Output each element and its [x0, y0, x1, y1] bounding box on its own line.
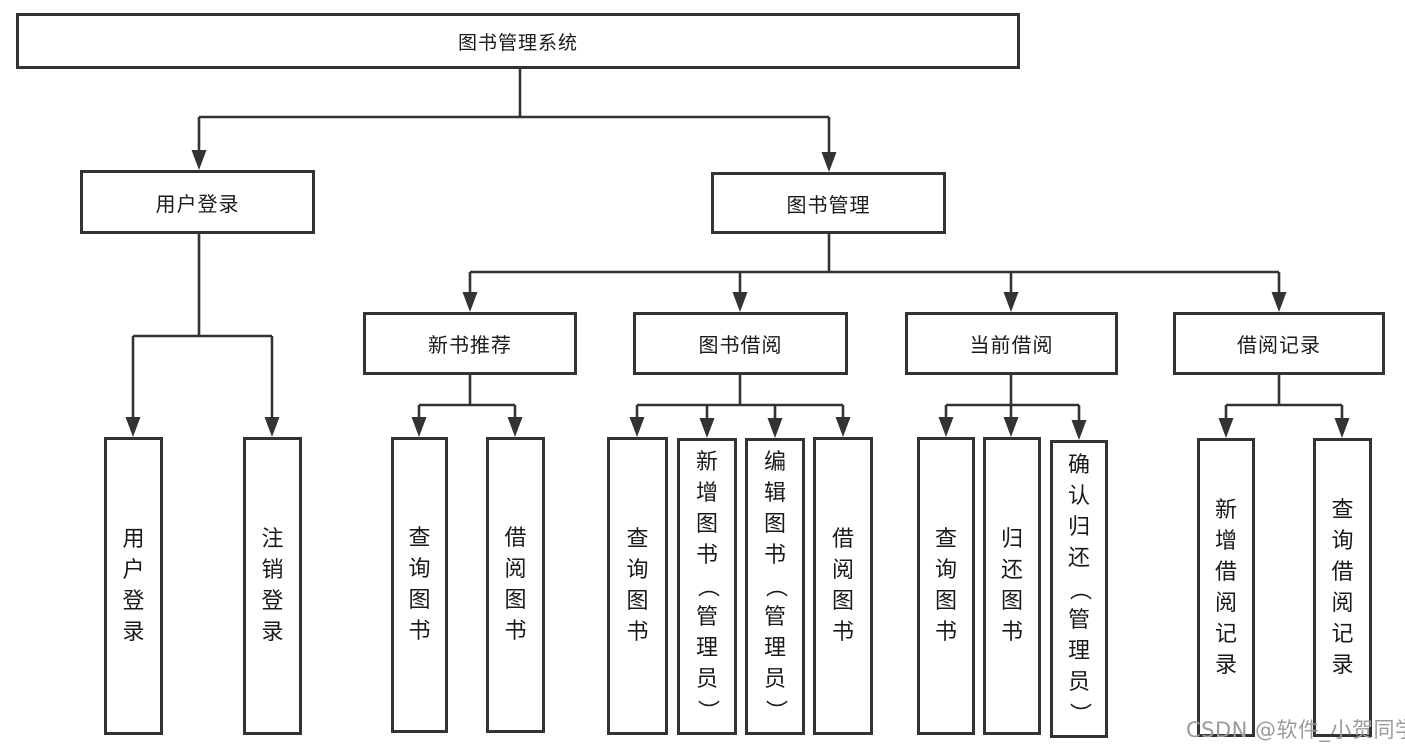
node-leaf-add-books-admin: 新增图书（管理员） [677, 438, 737, 735]
node-leaf-user-login: 用户登录 [104, 437, 163, 735]
node-book-management: 图书管理 [711, 172, 946, 234]
node-borrow-records: 借阅记录 [1173, 312, 1385, 375]
node-book-borrowing: 图书借阅 [633, 312, 848, 375]
node-leaf-return-books: 归还图书 [983, 437, 1041, 735]
node-new-book-recommend: 新书推荐 [363, 312, 577, 375]
node-current-borrowing: 当前借阅 [905, 312, 1118, 375]
node-leaf-confirm-return-admin: 确认归还（管理员） [1050, 440, 1108, 738]
node-library-management-system: 图书管理系统 [16, 13, 1020, 69]
node-leaf-edit-books-admin: 编辑图书（管理员） [745, 438, 805, 735]
node-leaf-query-books-1: 查询图书 [391, 437, 448, 733]
node-leaf-borrow-books-2: 借阅图书 [813, 437, 873, 735]
node-leaf-add-borrow-record: 新增借阅记录 [1197, 438, 1255, 737]
node-leaf-logout: 注销登录 [243, 437, 302, 735]
node-user-login: 用户登录 [80, 170, 315, 234]
node-leaf-borrow-books-1: 借阅图书 [486, 437, 545, 733]
node-leaf-query-books-3: 查询图书 [917, 437, 975, 735]
csdn-watermark: CSDN @软件_小贺同学 [1186, 718, 1405, 742]
node-leaf-query-borrow-record: 查询借阅记录 [1313, 438, 1372, 737]
node-leaf-query-books-2: 查询图书 [607, 437, 668, 735]
